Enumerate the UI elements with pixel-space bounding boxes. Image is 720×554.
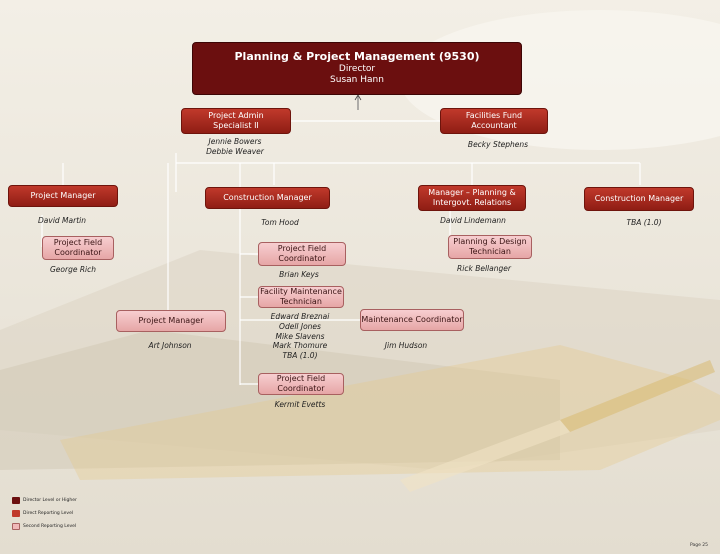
manager-title-1: Project Manager	[30, 191, 96, 200]
second-title-1: Project Field Coordinator	[53, 238, 103, 257]
second-names-6: Jim Hudson	[384, 341, 428, 350]
second-names-5: Art Johnson	[148, 341, 192, 350]
manager-title-2: Construction Manager	[223, 193, 312, 202]
second-names-4: Edward Breznai Odell Jones Mike Slavens …	[270, 312, 330, 360]
manager-title-3: Manager – Planning & Intergovt. Relation…	[428, 188, 516, 207]
accountant-title: Facilities Fund Accountant	[465, 111, 523, 130]
second-names-3: Rick Bellanger	[457, 264, 511, 273]
page-number: Page 25	[689, 543, 708, 548]
second-box-4: Facility Maintenance Technician	[258, 286, 344, 308]
second-title-6: Maintenance Coordinator	[361, 315, 463, 324]
accountant-names: Becky Stephens	[467, 140, 529, 149]
admin-box: Project Admin Specialist II	[181, 108, 291, 134]
second-box-7: Project Field Coordinator	[258, 373, 344, 395]
director-role: Director	[338, 64, 376, 75]
director-box: Planning & Project Management (9530) Dir…	[192, 42, 522, 95]
manager-names-2: Tom Hood	[261, 218, 299, 227]
second-box-2: Project Field Coordinator	[258, 242, 346, 266]
manager-box-1: Project Manager	[8, 185, 118, 207]
manager-names-3: David Lindemann	[440, 216, 506, 225]
second-title-5: Project Manager	[138, 316, 204, 325]
second-title-4: Facility Maintenance Technician	[260, 287, 342, 306]
second-box-1: Project Field Coordinator	[42, 236, 114, 260]
second-names-1: George Rich	[49, 265, 97, 274]
legend-label-1: Director Level or Higher	[23, 498, 77, 503]
legend-label-2: Direct Reporting Level	[23, 511, 74, 516]
manager-names-1: David Martin	[38, 216, 86, 225]
second-box-3: Planning & Design Technician	[448, 235, 532, 259]
manager-box-4: Construction Manager	[584, 187, 694, 211]
legend-swatch-3	[12, 523, 20, 530]
director-name: Susan Hann	[330, 75, 384, 86]
legend-label-3: Second Reporting Level	[23, 524, 77, 529]
manager-names-4: TBA (1.0)	[626, 218, 662, 227]
manager-box-2: Construction Manager	[205, 187, 330, 209]
manager-title-4: Construction Manager	[594, 194, 684, 203]
legend-swatch-2	[12, 510, 20, 517]
legend-swatch-1	[12, 497, 20, 504]
second-title-2: Project Field Coordinator	[277, 244, 327, 263]
second-title-7: Project Field Coordinator	[276, 374, 326, 393]
admin-names: Jennie Bowers Debbie Weaver	[206, 137, 264, 156]
director-title: Planning & Project Management (9530)	[234, 50, 480, 64]
second-title-3: Planning & Design Technician	[453, 237, 527, 256]
second-box-5: Project Manager	[116, 310, 226, 332]
manager-box-3: Manager – Planning & Intergovt. Relation…	[418, 185, 526, 211]
second-names-7: Kermit Evetts	[274, 400, 326, 409]
second-box-6: Maintenance Coordinator	[360, 309, 464, 331]
accountant-box: Facilities Fund Accountant	[440, 108, 548, 134]
admin-title: Project Admin Specialist II	[208, 111, 264, 130]
second-names-2: Brian Keys	[279, 270, 319, 279]
